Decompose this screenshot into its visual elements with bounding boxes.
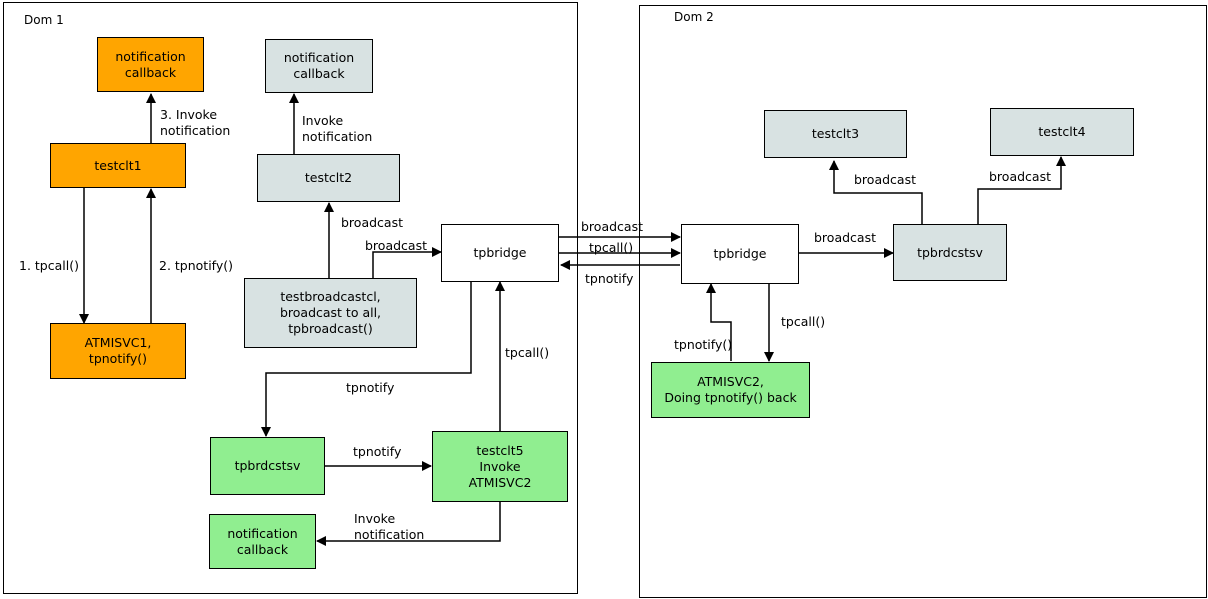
label-broadcast-testclt3: broadcast — [854, 172, 916, 187]
label-invoke-notification-2: Invoke notification — [302, 113, 373, 144]
label-invoke-notification-1: 3. Invoke notification — [160, 107, 231, 138]
testclt5-node: testclt5 Invoke ATMISVC2 — [432, 431, 568, 502]
label-broadcast-dom2: broadcast — [814, 230, 876, 245]
tpbrdcstsv-node-dom1: tpbrdcstsv — [210, 437, 325, 495]
edge-testclt5-to-notif-cb-3 — [316, 502, 501, 546]
label-tpnotify-brdcst-testclt5: tpnotify — [353, 444, 402, 459]
label-invoke-notification-3: Invoke notification — [354, 511, 425, 542]
tpbridge-node-dom1: tpbridge — [441, 224, 559, 282]
testclt1-node: testclt1 — [50, 143, 186, 188]
edge-testbroadcastcl-to-tpbridge1 — [372, 247, 442, 278]
notification-callback-node-3: notification callback — [209, 514, 316, 569]
domain-2-box — [639, 5, 1207, 598]
edge-tpbrdcstsv2-to-testclt3 — [829, 160, 923, 224]
domain-1-title: Dom 1 — [24, 13, 64, 27]
notification-callback-node-2: notification callback — [265, 39, 373, 93]
label-broadcast-to-tpbridge: broadcast — [365, 238, 427, 253]
label-inter-tpnotify: tpnotify — [585, 271, 634, 286]
tpbrdcstsv-node-dom2: tpbrdcstsv — [893, 224, 1007, 281]
label-tpcall-1: 1. tpcall() — [19, 258, 79, 273]
edge-tpbrdcstsv2-to-testclt4 — [977, 156, 1066, 224]
label-broadcast-testclt4: broadcast — [989, 169, 1051, 184]
domain-1-box — [3, 2, 578, 594]
label-tpcall-dom2: tpcall() — [781, 314, 826, 329]
label-tpnotify-2: 2. tpnotify() — [159, 258, 234, 273]
atmisvc1-node: ATMISVC1, tpnotify() — [50, 323, 186, 379]
edge-tpbridge1-to-tpbrdcstsv1 — [261, 282, 472, 437]
tpbridge-node-dom2: tpbridge — [681, 224, 799, 284]
label-inter-tpcall: tpcall() — [589, 240, 634, 255]
notification-callback-node-1: notification callback — [97, 37, 204, 92]
label-tpnotify-dom2: tpnotify() — [674, 337, 733, 352]
testbroadcastcl-node: testbroadcastcl, broadcast to all, tpbro… — [244, 278, 417, 348]
label-tpcall-testclt5: tpcall() — [505, 345, 550, 360]
atmisvc2-node: ATMISVC2, Doing tpnotify() back — [651, 362, 810, 418]
testclt4-node: testclt4 — [990, 108, 1134, 156]
domain-2-title: Dom 2 — [674, 10, 714, 24]
label-tpnotify-bridge-down: tpnotify — [346, 380, 395, 395]
label-inter-broadcast: broadcast — [581, 219, 643, 234]
testclt2-node: testclt2 — [257, 154, 400, 202]
edge-atmisvc2-to-tpbridge2 — [706, 283, 732, 361]
testclt3-node: testclt3 — [764, 110, 907, 158]
label-broadcast-to-testclt2: broadcast — [341, 215, 403, 230]
